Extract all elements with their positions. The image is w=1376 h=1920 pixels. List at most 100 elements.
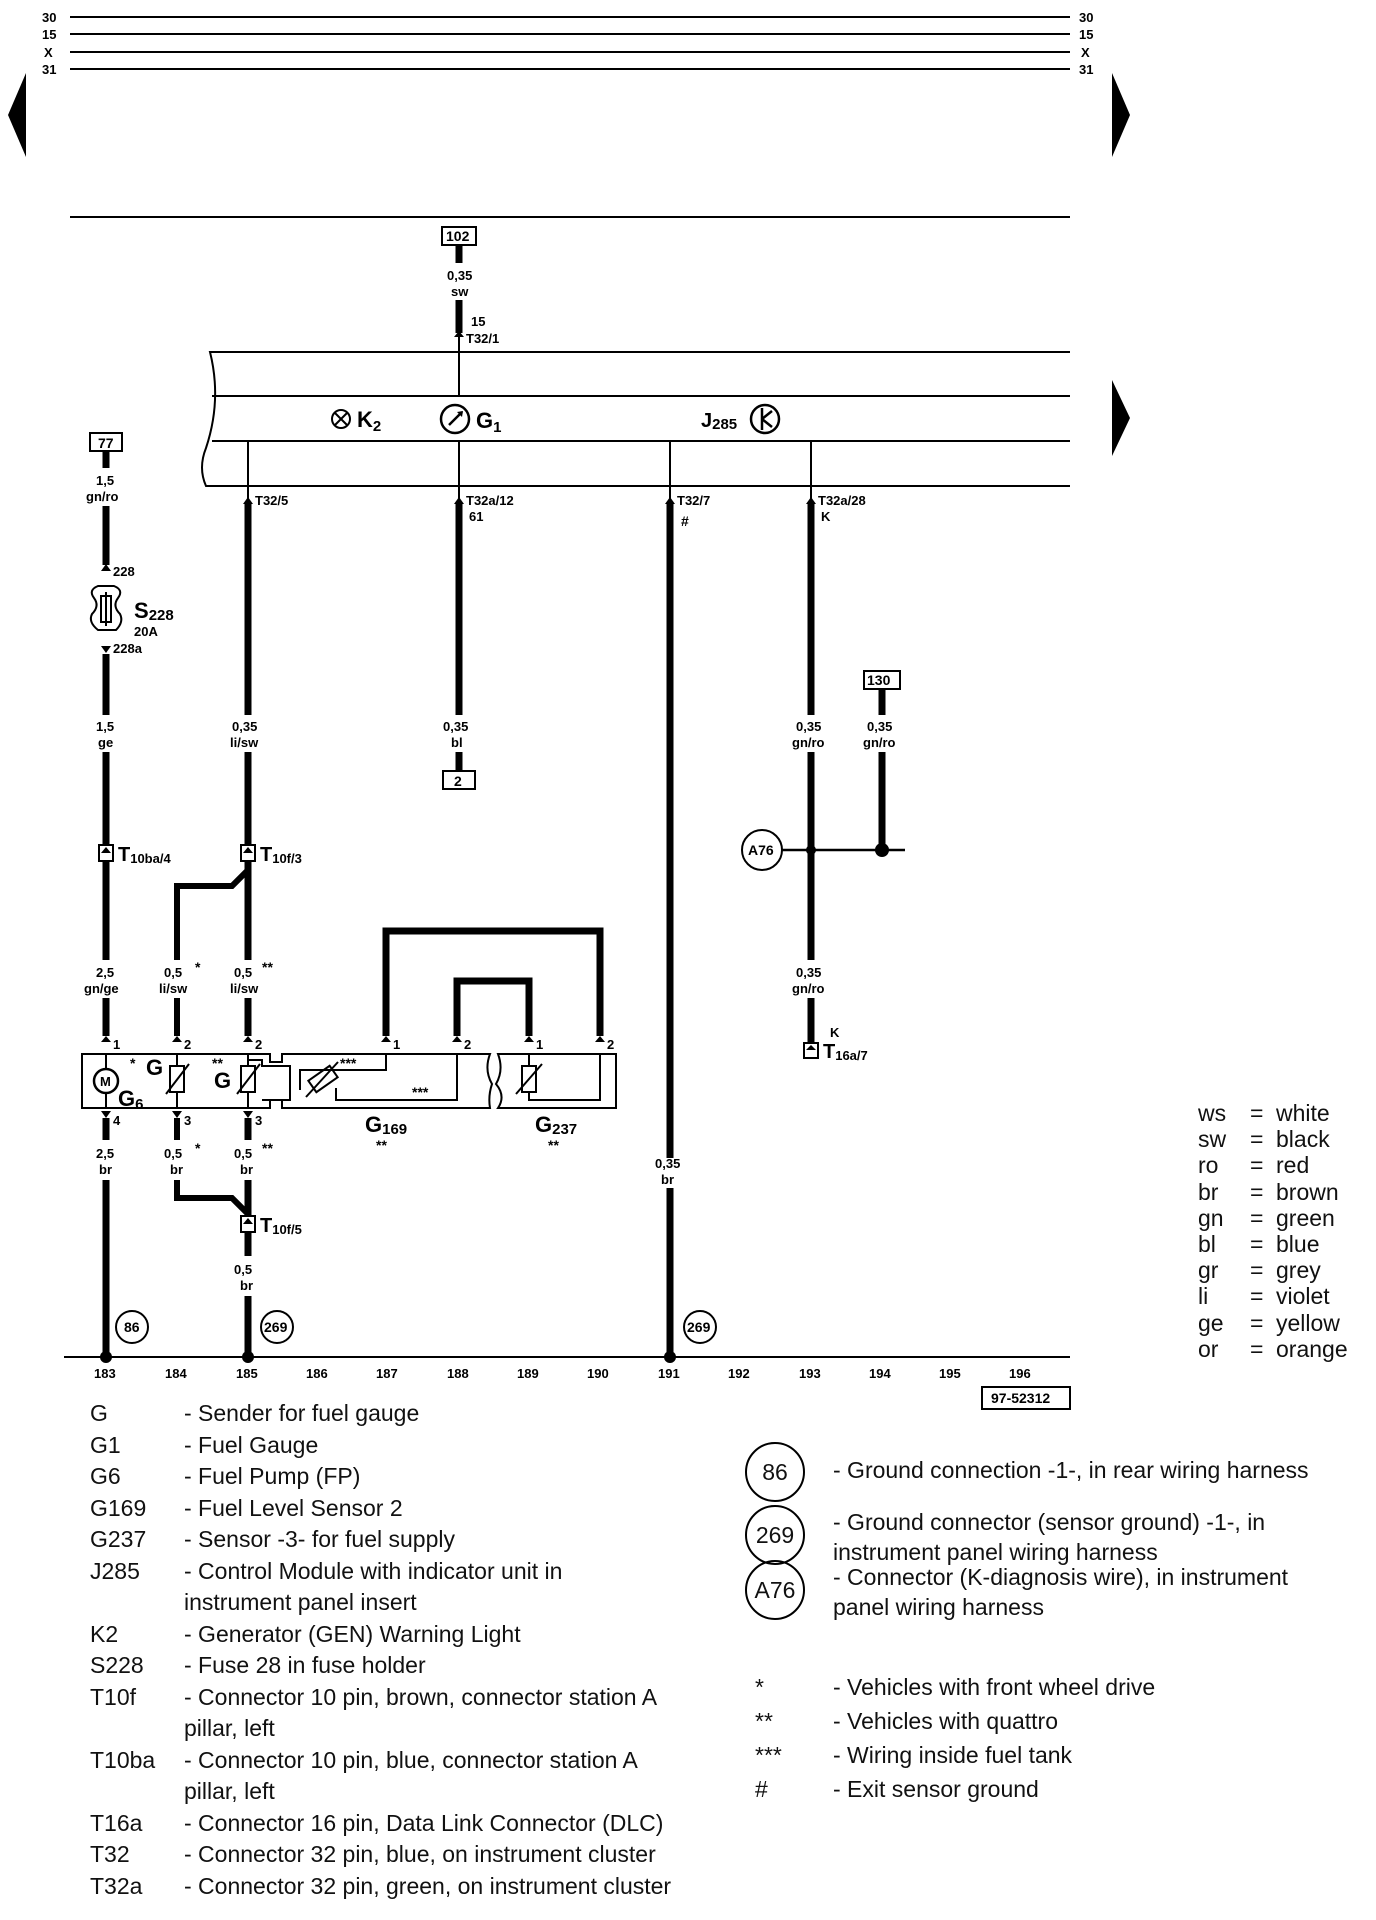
color-name: black [1276,1126,1330,1153]
g169-triple-star-1: *** [340,1055,357,1071]
g-pin-2a: 2 [184,1037,191,1052]
g169-internal-wiring [299,1054,387,1090]
ground-269b-label: 269 [687,1319,711,1335]
legend-code: J285 [90,1557,140,1584]
wire-193b-size: 0,35 [796,965,821,980]
col-187: 187 [376,1366,398,1381]
legend-row: G - Sender for fuel gauge [90,1398,740,1430]
color-name: green [1276,1204,1335,1231]
wire-184-color: li/sw [159,981,188,996]
footnote-description: - Exit sensor ground [833,1776,1039,1802]
ref-2-label: 2 [454,773,462,789]
wire-185-br-color: br [240,1162,253,1177]
t32-5-label: T32/5 [255,493,288,508]
color-equals-sign: = [1250,1257,1264,1284]
ref-130-label: 130 [867,672,891,688]
ground-86-symbol [115,1310,149,1344]
wire-77-size: 1,5 [96,473,114,488]
wire-185-br-mark: ** [262,1140,273,1156]
footnote-symbol: # [755,1776,768,1802]
wire-184-br-mark: * [195,1140,201,1156]
legend-description: - Connector 32 pin, blue, on instrument … [184,1841,656,1867]
wire-102-size: 0,35 [447,268,472,283]
legend-code: G [90,1400,108,1426]
wire-loop-g169-g237-outer [382,927,604,1036]
j285-control-module-icon [749,403,781,435]
g169-sensor-arrow [305,1061,339,1098]
wire-194-size: 0,35 [867,719,892,734]
g169-mark: ** [376,1137,387,1153]
t32-7-mark: # [681,513,689,529]
color-equals-sign: = [1250,1100,1264,1126]
rail-label-left-31: 31 [42,62,56,77]
col-196: 196 [1009,1366,1031,1381]
rail-label-right-30: 30 [1079,10,1093,25]
a76-label: A76 [748,842,774,858]
color-abbreviation: gn [1198,1204,1224,1231]
ground-legend-description: - Connector (K-diagnosis wire), in instr… [833,1564,1289,1620]
sensor-bottom-pins [101,1111,253,1118]
s228-rating: 20A [134,624,158,639]
ref-77-label: 77 [98,435,114,451]
t10f-5-arrow [243,1218,253,1224]
t32a-12-pin: 61 [469,509,483,524]
wire-193-size: 0,35 [796,719,821,734]
color-abbreviation: ws [1198,1100,1227,1126]
color-name: violet [1276,1283,1330,1310]
legend-code: G1 [90,1431,121,1458]
wire-184-branch [174,861,251,960]
legend-row: T32a- Connector 32 pin, green, on instru… [90,1871,740,1903]
wire-102-color: sw [451,284,469,299]
t32-1-label: T32/1 [466,331,499,346]
k2-warning-light-icon [331,409,351,429]
g-sender-1-arrow [165,1063,190,1095]
g-pin-3b: 3 [255,1113,262,1128]
legend-row: G6- Fuel Pump (FP) [90,1461,740,1493]
color-abbreviation: sw [1198,1126,1227,1153]
g6-pin-1: 1 [113,1037,120,1052]
legend-row: T10f- Connector 10 pin, brown, connector… [90,1682,740,1745]
col-195: 195 [939,1366,961,1381]
fuse-out-arrow [101,646,111,653]
g1-label: G1 [476,408,501,436]
legend-code: T10ba [90,1746,156,1773]
wire-184-mark: * [195,959,201,975]
color-name: grey [1276,1257,1321,1284]
g-sender-2-arrow [236,1063,261,1095]
legend-description: - Sensor -3- for fuel supply [184,1526,456,1552]
color-name: blue [1276,1230,1320,1257]
wire-184-br-color: br [170,1162,183,1177]
j285-label: J285 [701,410,737,433]
g237-label: G237 [535,1112,577,1138]
col-190: 190 [587,1366,609,1381]
legend-code: G237 [90,1526,147,1552]
wire-183-low-color: gn/ge [84,981,119,996]
color-abbreviation: li [1198,1283,1209,1310]
color-equals-sign: = [1250,1283,1264,1310]
t10f-5-label: T10f/5 [260,1215,302,1237]
legend-description: - Connector 10 pin, brown, connector sta… [184,1683,658,1742]
power-rails [70,16,1070,70]
wire-184-br-merge [174,1180,251,1217]
legend-description: - Connector 32 pin, green, on instrument… [184,1872,672,1899]
legend-description: - Sender for fuel gauge [184,1400,420,1426]
footnote-symbol: * [755,1674,764,1700]
wire-77-color: gn/ro [86,489,119,504]
ground-legend-description: - Ground connection -1-, in rear wiring … [833,1457,1309,1483]
col-194: 194 [869,1366,891,1381]
g1-fuel-gauge-icon [439,403,471,435]
legend-code: S228 [90,1652,144,1678]
footnote-symbol: *** [755,1742,782,1768]
g169-pin-2: 2 [464,1037,471,1052]
wire-185b-size: 0,5 [234,965,252,980]
wire-184-br-size: 0,5 [164,1146,182,1161]
legend-row: S228- Fuse 28 in fuse holder [90,1650,740,1682]
footnote-description: - Wiring inside fuel tank [833,1742,1073,1768]
color-equals-sign: = [1250,1309,1264,1336]
col-186: 186 [306,1366,328,1381]
col-183: 183 [94,1366,116,1381]
wire-184-size: 0,5 [164,965,182,980]
fuse-in-label: 228 [113,564,135,579]
col-188: 188 [447,1366,469,1381]
